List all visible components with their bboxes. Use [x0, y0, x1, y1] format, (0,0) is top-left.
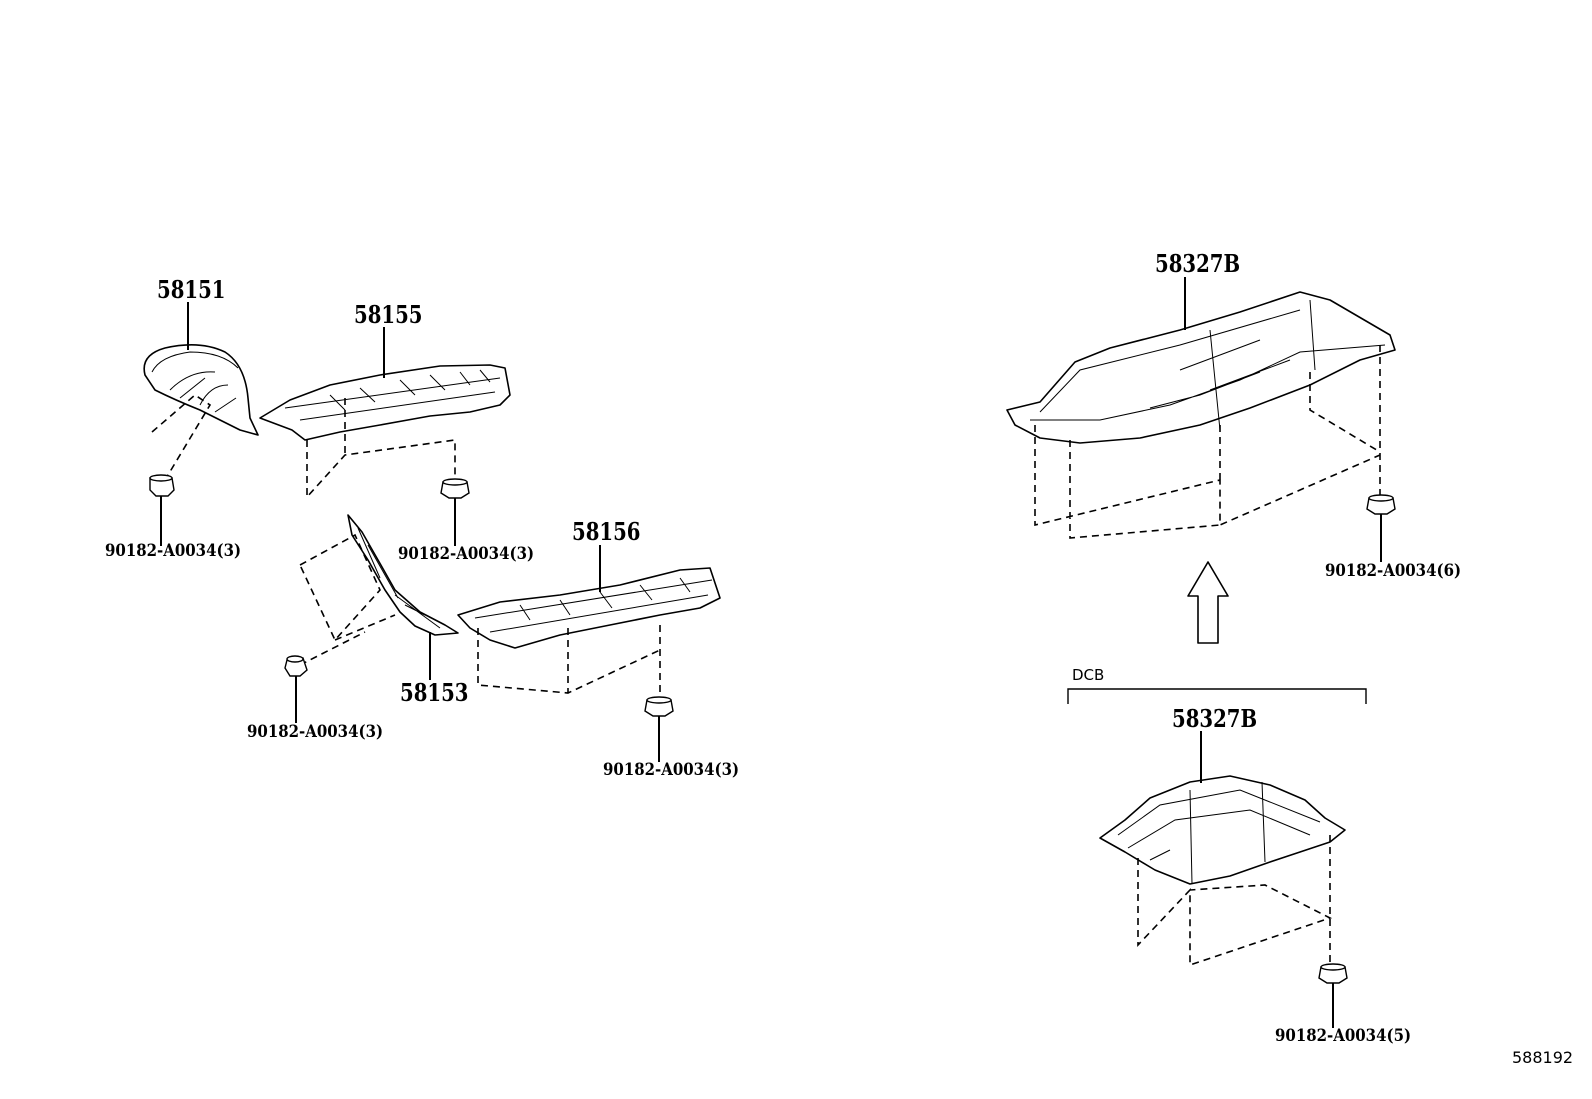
dcb-bracket — [1067, 688, 1367, 704]
fastener-label: 90182-A0034(6) — [1325, 561, 1462, 581]
skid-plate-58327b-lower — [1099, 775, 1346, 885]
group-label-dcb: DCB — [1072, 666, 1105, 684]
fitting-line-58156 — [477, 625, 661, 698]
part-number-label: 58151 — [157, 275, 226, 304]
heat-insulator-58156 — [457, 567, 721, 649]
clip-58327b-upper — [1366, 494, 1396, 515]
heat-insulator-58155 — [259, 364, 511, 441]
heat-insulator-58151 — [143, 344, 259, 436]
heat-insulator-58153 — [347, 514, 459, 636]
fastener-label: 90182-A0034(3) — [603, 760, 740, 780]
fitting-line-58327b-upper — [1034, 345, 1381, 539]
fastener-label: 90182-A0034(5) — [1275, 1026, 1412, 1046]
part-number-label: 58327B — [1172, 704, 1258, 733]
part-number-label: 58153 — [400, 678, 469, 707]
fastener-label: 90182-A0034(3) — [105, 541, 242, 561]
up-arrow-icon — [1187, 561, 1229, 644]
fitting-line-58151 — [151, 393, 212, 481]
part-number-label: 58155 — [354, 300, 423, 329]
fastener-label: 90182-A0034(3) — [247, 722, 384, 742]
fitting-line-58153 — [298, 533, 396, 666]
fastener-label: 90182-A0034(3) — [398, 544, 535, 564]
clip-58327b-lower — [1318, 963, 1348, 984]
part-number-label: 58156 — [572, 517, 641, 546]
skid-plate-58327b-upper — [1006, 291, 1396, 444]
diagram-reference-code: 588192 — [1512, 1048, 1574, 1067]
clip-58153 — [284, 655, 308, 677]
clip-58156 — [644, 696, 674, 717]
clip-58151 — [149, 474, 175, 497]
part-number-label: 58327B — [1155, 249, 1241, 278]
fitting-line-58327b-lower — [1137, 835, 1333, 967]
clip-58155 — [440, 478, 470, 499]
fitting-line-58155 — [306, 398, 456, 500]
